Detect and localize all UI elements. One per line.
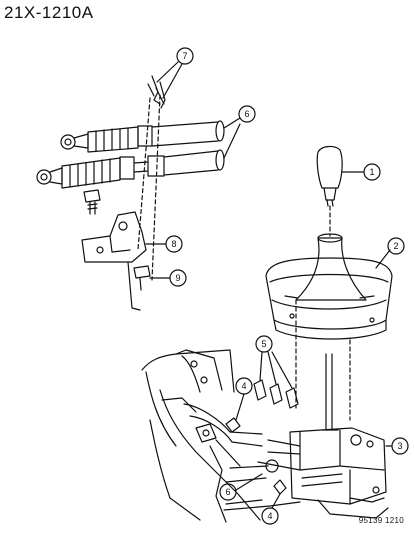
callout-9-label: 9 [175, 273, 180, 283]
cable-bracket-drawing [81, 211, 147, 311]
callout-1-label: 1 [369, 167, 374, 177]
callout-3-label: 3 [397, 441, 402, 451]
callout-6-upper-label: 6 [244, 109, 249, 119]
callout-9 [149, 269, 187, 287]
callout-8-label: 8 [171, 239, 176, 249]
callout-7 [156, 47, 194, 99]
callout-6-upper [223, 105, 256, 159]
callout-6-lower [219, 473, 263, 501]
callout-4-lower [261, 493, 281, 525]
shift-knob-drawing [316, 145, 343, 207]
figure-code: 95139 1210 [358, 516, 404, 525]
callout-5 [255, 335, 293, 389]
callout-4-lower-label: 4 [267, 511, 272, 521]
callout-4-upper [235, 377, 253, 421]
callout-1 [341, 163, 381, 181]
boot-bezel-drawing [265, 233, 393, 340]
callout-2 [375, 237, 405, 269]
callout-2-label: 2 [393, 241, 398, 251]
shifter-centerlines [295, 205, 351, 421]
retainer-clips-drawing [147, 75, 166, 109]
shifter-assembly-drawing [225, 353, 389, 519]
page-code: 21X-1210A [4, 3, 94, 22]
callout-5-label: 5 [261, 339, 266, 349]
bolt-upper-drawing [83, 189, 101, 215]
bolt-9-drawing [133, 265, 151, 291]
cable-clips-drawing [253, 379, 299, 409]
cable-centerlines [137, 94, 161, 281]
cable-lower-drawing [36, 149, 225, 189]
fastener-4-drawing [225, 417, 287, 495]
callout-7-label: 7 [182, 51, 187, 61]
callout-4-upper-label: 4 [241, 381, 246, 391]
callout-6-lower-label: 6 [225, 487, 230, 497]
cable-upper-drawing [60, 120, 225, 153]
callout-8 [145, 235, 183, 253]
floor-pan-drawing [141, 349, 301, 523]
callout-3 [385, 437, 409, 455]
